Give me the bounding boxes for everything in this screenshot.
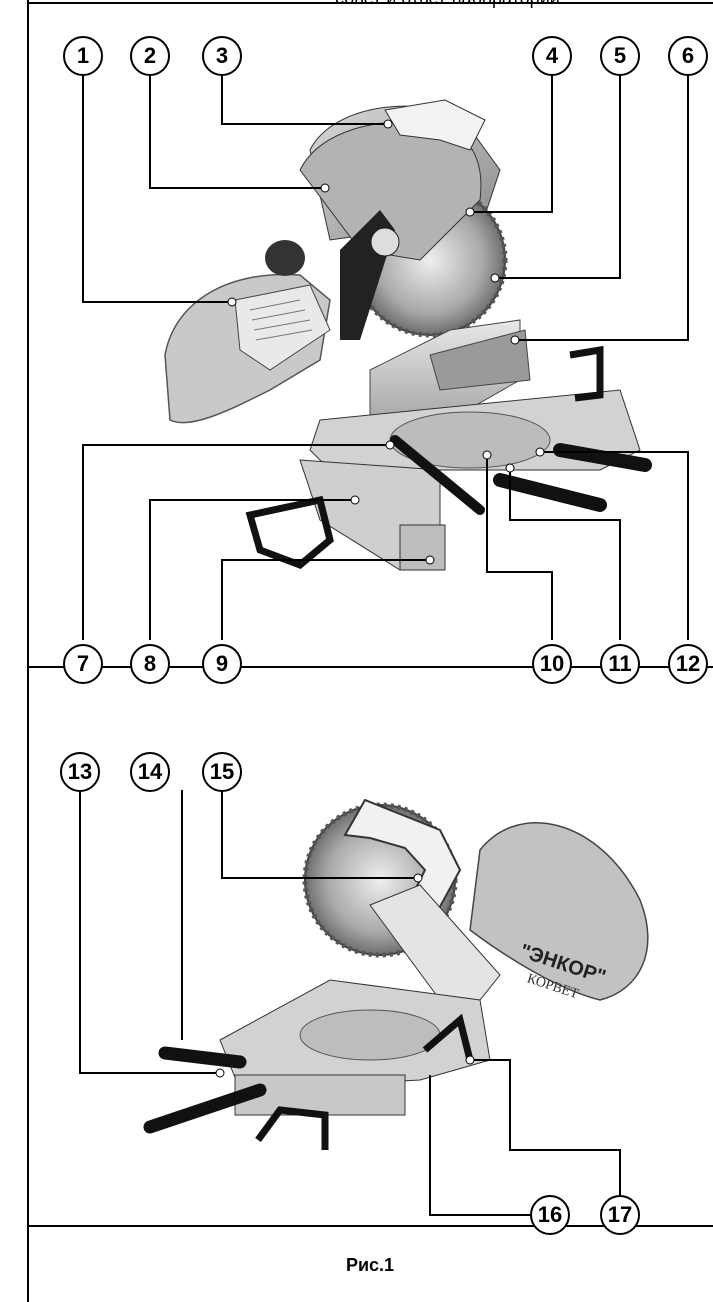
callout-16: 16 [530,1195,570,1235]
callout-5: 5 [600,36,640,76]
callout-1: 1 [63,36,103,76]
figure-caption: Рис.1 [27,1255,713,1276]
callout-14: 14 [130,752,170,792]
callout-10: 10 [532,644,572,684]
callout-12: 12 [668,644,708,684]
callout-9: 9 [202,644,242,684]
callout-4: 4 [532,36,572,76]
callout-17: 17 [600,1195,640,1235]
callout-2: 2 [130,36,170,76]
callout-11: 11 [600,644,640,684]
callout-15: 15 [202,752,242,792]
callout-8: 8 [130,644,170,684]
callout-3: 3 [202,36,242,76]
callout-6: 6 [668,36,708,76]
callout-13: 13 [60,752,100,792]
callout-7: 7 [63,644,103,684]
